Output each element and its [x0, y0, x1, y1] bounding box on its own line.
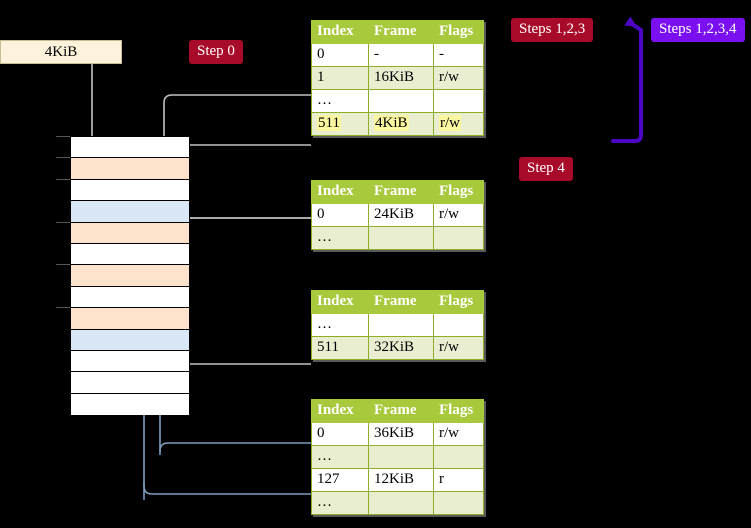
table-cell: … [311, 491, 369, 515]
table-cell: 127 [311, 468, 369, 492]
table-row: 511 4KiB r/w [311, 112, 484, 136]
table-cell: r/w [433, 422, 484, 446]
column-header-frame: Frame [368, 290, 434, 314]
table-cell: … [311, 445, 369, 469]
highlighted-value: 511 [317, 115, 341, 131]
column-header-flags: Flags [433, 180, 484, 204]
table-cell: r/w [433, 112, 484, 136]
table-cell: r/w [433, 66, 484, 90]
memory-frame-row [71, 201, 189, 223]
column-header-index: Index [311, 290, 369, 314]
table-cell: 36KiB [368, 422, 434, 446]
column-header-index: Index [311, 399, 369, 423]
table-cell: 12KiB [368, 468, 434, 492]
memory-size-box: 4KiB [0, 40, 122, 64]
table-cell: 16KiB [368, 66, 434, 90]
memory-frame-row [71, 372, 189, 394]
column-header-frame: Frame [368, 399, 434, 423]
table-cell: 32KiB [368, 336, 434, 360]
table-cell: … [311, 313, 369, 337]
table-cell: 511 [311, 336, 369, 360]
table-cell: 4KiB [368, 112, 434, 136]
badge-steps123: Steps 1,2,3 [511, 18, 594, 42]
badge-step4: Step 4 [519, 157, 573, 181]
column-header-index: Index [311, 20, 369, 44]
column-header-flags: Flags [433, 399, 484, 423]
frame-tick-mark [56, 157, 70, 159]
memory-size-label: 4KiB [44, 43, 78, 60]
memory-frame-row [71, 179, 189, 202]
memory-frame-row [71, 329, 189, 351]
table-row: … [311, 491, 484, 515]
memory-frame-row [71, 286, 189, 309]
table-cell: 24KiB [368, 203, 434, 227]
memory-frame-row [71, 222, 189, 244]
memory-frame-row [71, 158, 189, 180]
table-cell: r/w [433, 336, 484, 360]
memory-frame-row [71, 137, 189, 159]
table-row: … [311, 445, 484, 469]
frame-tick-mark [56, 307, 70, 309]
table-cell [368, 445, 434, 469]
table-row: … [311, 313, 484, 337]
highlighted-value: r/w [439, 115, 461, 131]
frame-tick-mark [56, 264, 70, 266]
table-cell: 0 [311, 422, 369, 446]
table-cell: - [433, 43, 484, 67]
table-cell [368, 491, 434, 515]
frame-tick-mark [56, 136, 70, 137]
column-header-flags: Flags [433, 20, 484, 44]
table-cell [368, 226, 434, 250]
table-cell [368, 313, 434, 337]
column-header-frame: Frame [368, 180, 434, 204]
memory-frame-row [71, 243, 189, 266]
memory-frame-row [71, 265, 189, 287]
table-cell: - [368, 43, 434, 67]
table-cell [433, 226, 484, 250]
table-cell [433, 491, 484, 515]
memory-frame-row [71, 308, 189, 330]
table-cell [433, 89, 484, 113]
badge-steps1234: Steps 1,2,3,4 [651, 18, 745, 42]
table-cell: … [311, 89, 369, 113]
column-header-flags: Flags [433, 290, 484, 314]
memory-frame-row [71, 393, 189, 416]
table-row: 0-- [311, 43, 484, 67]
frame-tick-mark [56, 221, 70, 223]
table-row: … [311, 226, 484, 250]
column-header-index: Index [311, 180, 369, 204]
highlighted-value: 4KiB [374, 115, 409, 131]
frame-tick-mark [56, 178, 70, 180]
table-cell: r [433, 468, 484, 492]
memory-frame-row [71, 350, 189, 373]
badge-step0: Step 0 [189, 40, 243, 64]
physical-memory-grid [70, 136, 190, 416]
column-header-frame: Frame [368, 20, 434, 44]
table-row: … [311, 89, 484, 113]
table-cell: 0 [311, 203, 369, 227]
table-cell [433, 313, 484, 337]
table-cell: … [311, 226, 369, 250]
table-cell [368, 89, 434, 113]
table-cell [433, 445, 484, 469]
table-cell: 1 [311, 66, 369, 90]
table-cell: r/w [433, 203, 484, 227]
table-cell: 511 [311, 112, 369, 136]
table-cell: 0 [311, 43, 369, 67]
